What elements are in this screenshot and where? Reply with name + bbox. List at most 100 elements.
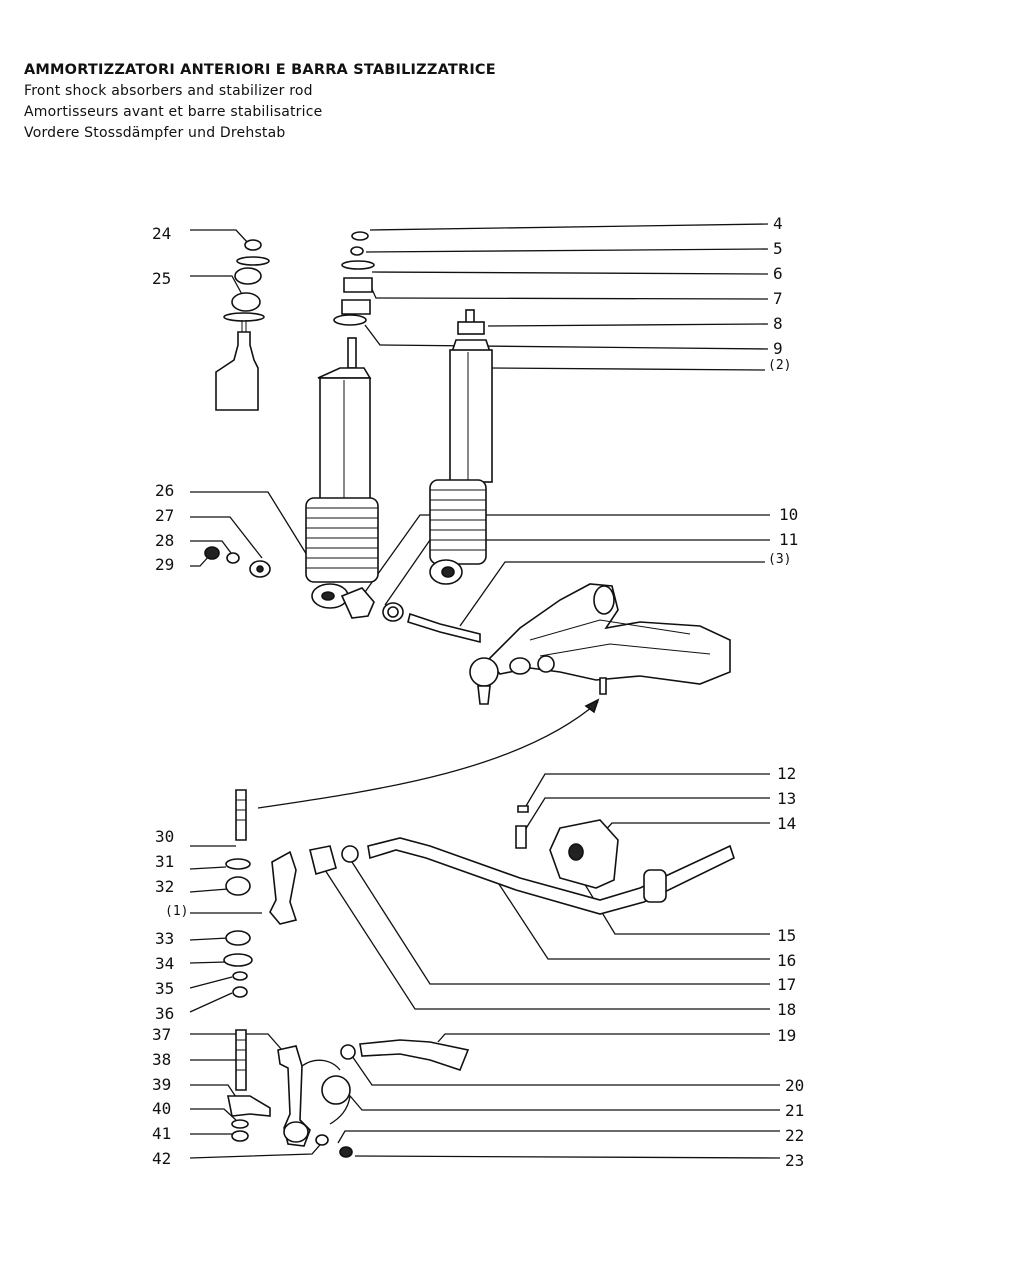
leader-17 (351, 861, 770, 985)
leader-21 (344, 1089, 780, 1111)
stud-30-threads (236, 799, 246, 821)
left-shock-rod (347, 337, 357, 369)
title-italian: AMMORTIZZATORI ANTERIORI E BARRA STABILI… (24, 62, 496, 78)
label-25: 25 (152, 269, 171, 288)
nut-23 (339, 1146, 353, 1158)
bushing-25b (231, 292, 261, 312)
rotation-arrow-upper (301, 1059, 341, 1071)
leader-26 (190, 491, 311, 561)
leader-19 (437, 1033, 770, 1043)
leader-10 (364, 514, 770, 593)
label-35: 35 (155, 979, 174, 998)
left-labels: 24 25 26 27 28 29 30 31 32 (1) 33 34 35 … (152, 224, 188, 1168)
leader-29 (190, 554, 211, 567)
link-rod-1 (269, 850, 298, 925)
cup-9 (333, 314, 367, 326)
label-26: 26 (155, 481, 174, 500)
label-42: 42 (152, 1149, 171, 1168)
leader-9 (364, 324, 769, 350)
right-boot-outline (429, 479, 487, 565)
stud-38-threads (236, 1039, 246, 1071)
leader-27 (190, 516, 263, 559)
left-shock-boot (305, 497, 379, 583)
right-shock-eye-hole (441, 566, 455, 578)
rotation-arrow-lower (329, 1095, 351, 1125)
bar-end-19 (359, 1039, 470, 1071)
nut-24 (244, 239, 262, 251)
leader-15 (574, 867, 770, 935)
bushing-32 (225, 876, 251, 896)
bushing-8-upper (341, 299, 371, 315)
label-21: 21 (785, 1101, 804, 1120)
bushing-21 (321, 1075, 351, 1105)
leader-37 (190, 1033, 283, 1051)
label-7: 7 (773, 289, 783, 308)
bushing-25 (234, 267, 262, 285)
nut-41 (231, 1130, 249, 1142)
leader-2 (489, 367, 766, 371)
leader-35 (189, 976, 233, 989)
link-rod-37 (277, 1045, 311, 1147)
leader-23 (354, 1155, 781, 1159)
bracket-14 (549, 819, 619, 889)
label-18: 18 (777, 1000, 796, 1019)
label-41: 41 (152, 1124, 171, 1143)
left-shock-cap (317, 367, 372, 379)
stud-30 (235, 789, 247, 841)
label-40: 40 (152, 1099, 171, 1118)
washer-20 (340, 1044, 356, 1060)
leader-31 (189, 866, 227, 870)
washer-35 (232, 971, 248, 981)
label-12: 12 (777, 764, 796, 783)
right-shock-boot (429, 479, 487, 565)
bushing-18 (309, 845, 337, 876)
stabilizer-bar-main (367, 837, 735, 915)
title-german: Vordere Stossdämpfer und Drehstab (24, 125, 286, 141)
label-38: 38 (152, 1050, 171, 1069)
bolt-3 (407, 612, 481, 644)
label-33: 33 (155, 929, 174, 948)
stem-top (241, 320, 247, 332)
leader-6 (371, 271, 769, 275)
label-14: 14 (777, 814, 796, 833)
upper-mount-detail (215, 239, 270, 411)
washer-28 (226, 552, 240, 564)
boot-outline (305, 497, 379, 583)
boot-ribs (306, 507, 378, 569)
leader-3 (459, 561, 765, 627)
left-shock-body (319, 377, 371, 501)
leader-8 (487, 323, 769, 327)
label-31: 31 (155, 852, 174, 871)
bracket-14-hole (568, 843, 584, 861)
ball-joint-stud (477, 685, 491, 705)
right-shock-body (449, 349, 493, 483)
leader-28 (190, 540, 235, 558)
leader-36 (189, 992, 233, 1013)
link-assembly-upper (223, 789, 359, 998)
label-22: 22 (785, 1126, 804, 1145)
title-block: AMMORTIZZATORI ANTERIORI E BARRA STABILI… (24, 60, 496, 144)
label-32: 32 (155, 877, 174, 896)
washer-17 (341, 845, 359, 863)
title-french: Amortisseurs avant et barre stabilisatri… (24, 104, 323, 120)
label-39: 39 (152, 1075, 171, 1094)
leader-22 (337, 1130, 780, 1144)
label-4: 4 (773, 214, 783, 233)
label-16: 16 (777, 951, 796, 970)
label-9: 9 (773, 339, 783, 358)
stabilizer-bar (367, 805, 735, 915)
wishbone-ribs (529, 619, 711, 657)
left-shock-absorber (305, 337, 379, 609)
washer-34 (223, 953, 253, 967)
leader-5 (365, 248, 769, 253)
nut-29 (204, 546, 220, 560)
ball-joint (469, 657, 499, 687)
link-rod-eye (283, 1121, 309, 1143)
leader-14 (599, 822, 770, 837)
label-13: 13 (777, 789, 796, 808)
label-24: 24 (152, 224, 171, 243)
small-parts-26-29 (204, 546, 481, 644)
shock-top-cut (215, 331, 259, 411)
label-15: 15 (777, 926, 796, 945)
label-1-ref: (1) (165, 904, 188, 919)
